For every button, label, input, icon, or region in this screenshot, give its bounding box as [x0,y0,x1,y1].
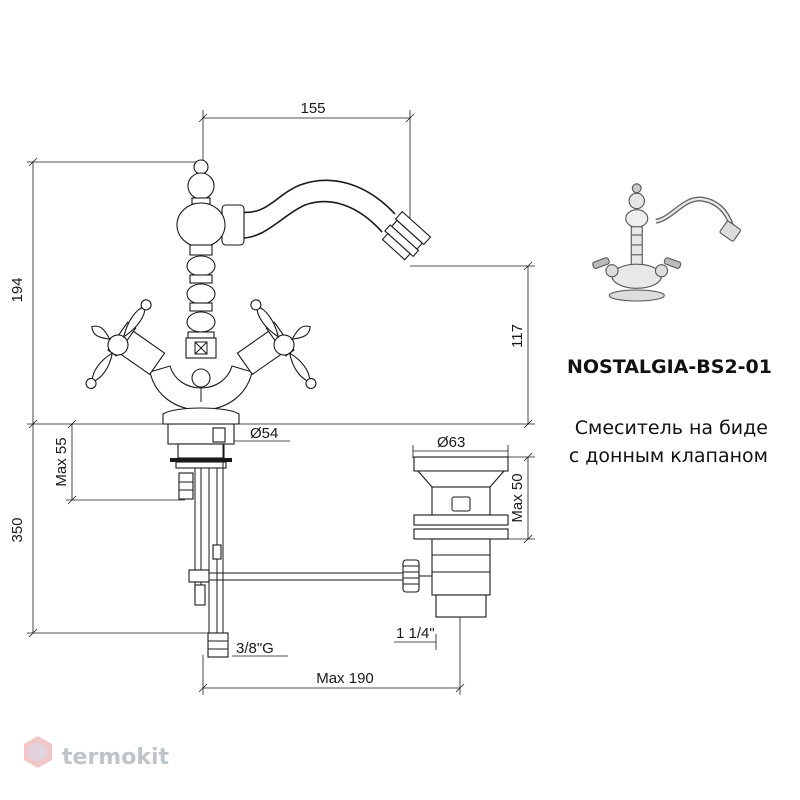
dim-label-base-diameter: Ø54 [250,425,278,442]
dimension-hose-length: 350 [9,424,215,638]
dim-label-total-height: 194 [9,277,26,302]
dimension-waste-thread: 1 1/4" [394,625,437,650]
dimension-waste-diameter: Ø63 [412,434,509,458]
dimension-spout-reach: 155 [198,100,415,225]
faucet-front-view [85,159,432,425]
dimension-max-counter: Max 55 [53,419,185,505]
description-line-2: с донным клапаном [568,445,768,467]
dim-label-waste-diameter: Ø63 [437,434,465,451]
dim-label-max-counter: Max 55 [53,437,70,486]
dim-label-max-rod: Max 190 [316,670,374,687]
dim-label-waste-height: Max 50 [509,473,526,522]
product-model: NOSTALGIA-BS2-01 [566,356,772,378]
dimension-max-rod: Max 190 [198,615,465,695]
under-counter-assembly [167,423,405,658]
product-thumbnail [592,183,742,302]
dim-label-spout-height: 117 [509,324,526,348]
brand-logo-text: termokit [62,745,169,770]
product-description: Смеситель на биде с донным клапаном [540,414,768,470]
dim-label-hose-length: 350 [9,517,26,542]
brand-logo-icon [24,736,52,768]
dimension-spout-height: 117 [410,261,535,429]
waste-valve [402,456,509,618]
dimension-base-diameter: Ø54 [232,425,290,442]
description-line-1: Смеситель на биде [574,417,768,439]
dim-label-waste-thread: 1 1/4" [396,625,435,642]
dim-label-thread: 3/8"G [236,640,274,657]
dim-label-spout-reach: 155 [300,100,325,117]
dimension-thread: 3/8"G [232,640,288,657]
